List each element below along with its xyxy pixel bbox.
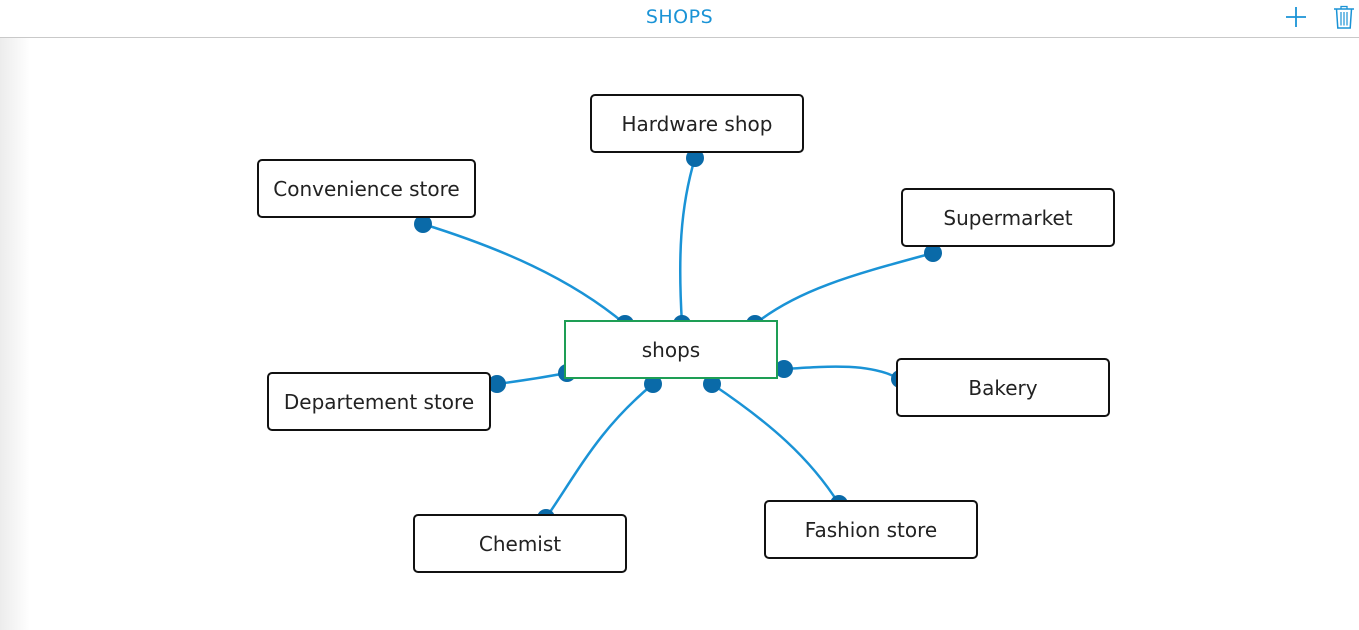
node-label: Fashion store [804,517,938,542]
link-fashion-store [711,382,841,505]
link-chemist [544,383,654,519]
node-label: Convenience store [273,176,460,201]
node-label: Chemist [478,531,562,556]
page-title: SHOPS [645,6,714,28]
top-bar: SHOPS [0,0,1359,38]
node-hardware-shop[interactable]: Hardware shop [590,94,804,153]
trash-icon [1334,5,1354,29]
node-label: Bakery [968,375,1038,400]
node-handle-hardware-shop[interactable] [686,149,704,167]
link-convenience-store [422,222,626,325]
node-label: Hardware shop [621,111,773,136]
node-label: Departement store [283,389,475,414]
node-handle-convenience-store[interactable] [414,215,432,233]
root-handle-bakery[interactable] [775,360,793,378]
node-handle-supermarket[interactable] [924,244,942,262]
delete-button[interactable] [1331,4,1357,30]
link-bakery [783,365,901,381]
node-bakery[interactable]: Bakery [896,358,1110,417]
node-handle-departement-store[interactable] [488,375,506,393]
link-supermarket [754,251,934,325]
plus-icon [1286,7,1306,27]
node-label: shops [641,337,701,362]
node-label: Supermarket [943,205,1073,230]
add-button[interactable] [1283,4,1309,30]
node-chemist[interactable]: Chemist [413,514,627,573]
left-edge-shadow [0,0,30,630]
node-root[interactable]: shops [564,320,778,379]
node-convenience-store[interactable]: Convenience store [257,159,476,218]
node-supermarket[interactable]: Supermarket [901,188,1115,247]
root-handle-fashion-store[interactable] [703,375,721,393]
root-handle-chemist[interactable] [644,375,662,393]
link-departement-store [496,371,568,386]
mindmap-canvas[interactable]: shops Hardware shop Convenience store Su… [0,38,1359,630]
link-hardware-shop [678,157,697,325]
node-departement-store[interactable]: Departement store [267,372,491,431]
node-fashion-store[interactable]: Fashion store [764,500,978,559]
